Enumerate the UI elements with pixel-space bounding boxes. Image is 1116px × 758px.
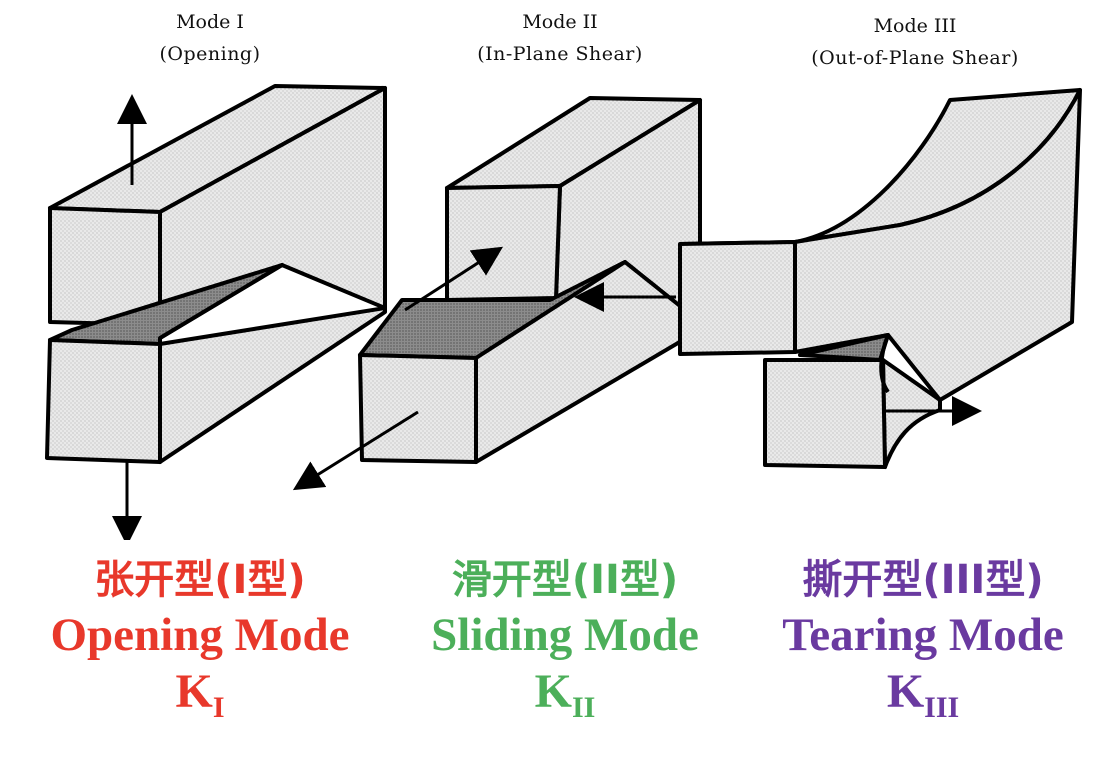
mode-3-cn-label: 撕开型(III型) xyxy=(802,557,1044,603)
mode-3-upper-front-face xyxy=(678,240,797,356)
mode-3-title: Mode III xyxy=(873,15,957,37)
mode-1-k-symbol: KI xyxy=(175,665,225,724)
mode-3-k-symbol: KIII xyxy=(886,665,960,724)
mode-3-lower-front-face xyxy=(763,358,887,469)
mode-1-k-subscript: I xyxy=(212,691,225,724)
mode-1-cn-label: 张开型(I型) xyxy=(94,557,306,603)
mode-1-lower-front-face xyxy=(45,338,162,464)
mode-2-upper-front-face xyxy=(445,184,562,302)
mode-2-heading: Mode II (In-Plane Shear) xyxy=(440,10,680,66)
mode-2-cn-label: 滑开型(II型) xyxy=(451,557,679,603)
mode-1-heading: Mode I (Opening) xyxy=(120,10,300,66)
mode-2-k-symbol: KII xyxy=(534,665,596,724)
mode-1-lower-right-face xyxy=(158,306,387,464)
mode-1-title: Mode I xyxy=(176,11,244,33)
mode-3-specimen xyxy=(678,88,1082,469)
mode-2-subtitle: (In-Plane Shear) xyxy=(477,43,643,65)
mode-3-subtitle: (Out-of-Plane Shear) xyxy=(811,47,1019,69)
mode-3-k-subscript: III xyxy=(924,691,960,724)
mode-1-label-block: 张开型(I型) Opening Mode KI xyxy=(20,556,380,724)
mode-1-subtitle: (Opening) xyxy=(159,43,261,65)
mode-3-curl xyxy=(879,334,890,394)
mode-2-en-label: Sliding Mode xyxy=(431,609,699,661)
mode-3-upper-right-face xyxy=(793,88,1082,402)
mode-2-k-subscript: II xyxy=(571,691,596,724)
mode-3-heading: Mode III (Out-of-Plane Shear) xyxy=(770,14,1060,70)
mode-2-label-block: 滑开型(II型) Sliding Mode KII xyxy=(395,556,735,724)
mode-3-en-label: Tearing Mode xyxy=(782,609,1064,661)
mode-2-specimen xyxy=(358,96,702,464)
mode-2-lower-front-face xyxy=(358,353,478,464)
mode-2-arrow-lower xyxy=(292,410,419,491)
mode-2-arrow-upper xyxy=(404,246,504,312)
mode-1-specimen xyxy=(45,84,387,464)
fracture-modes-illustration xyxy=(45,84,1082,540)
mode-3-label-block: 撕开型(III型) Tearing Mode KIII xyxy=(750,556,1096,724)
mode-2-title: Mode II xyxy=(522,11,598,33)
mode-1-en-label: Opening Mode xyxy=(50,609,350,661)
